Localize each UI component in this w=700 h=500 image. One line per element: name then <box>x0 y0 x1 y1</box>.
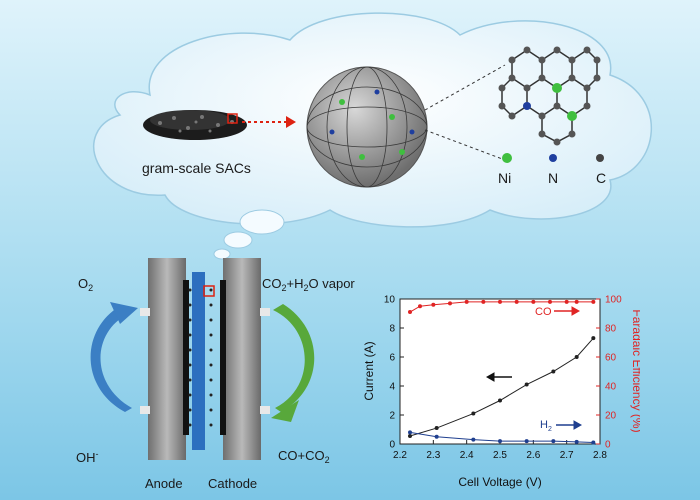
o2-label: O2 <box>78 276 94 293</box>
ni-atom-icon <box>502 153 512 163</box>
current-arrow <box>485 372 512 382</box>
y-tick-label: 8 <box>389 324 395 335</box>
y-axis-label: Current (A) <box>362 341 376 400</box>
cathode-reaction-arrow <box>271 304 315 422</box>
catalyst-powder-image <box>143 110 247 140</box>
anode-reaction-arrow <box>90 302 138 412</box>
co-efficiency-series-point <box>564 299 569 304</box>
co-efficiency-series-point <box>531 299 536 304</box>
carbon-sphere-model <box>306 66 428 188</box>
atomic-structure-model <box>498 46 601 146</box>
h2-efficiency-series-point <box>524 439 529 444</box>
thought-bubble <box>223 231 253 249</box>
co-arrow <box>554 306 581 316</box>
electrolyzer-cell <box>140 258 270 460</box>
co-efficiency-series-point <box>498 299 502 304</box>
co-efficiency-series-point <box>408 310 412 315</box>
h2-efficiency-series-point <box>434 434 439 439</box>
legend-label-n: N <box>548 170 559 186</box>
current-series-point <box>498 398 502 403</box>
h2-efficiency-series-point <box>591 440 596 445</box>
h2-arrow <box>556 420 583 430</box>
c-atom-icon <box>596 154 604 162</box>
legend-label-ni: Ni <box>498 170 512 186</box>
performance-chart: 2.2 2.3 2.4 2.5 2.6 2.7 2.8 0 2 4 6 8 10 0 20 40 60 80 1… <box>362 295 640 490</box>
catalyst-label: gram-scale SACs <box>142 160 251 176</box>
zoom-arrow <box>242 116 296 128</box>
anode-label: Anode <box>145 476 183 491</box>
y2-tick-label: 0 <box>605 440 611 451</box>
x-tick-label: 2.7 <box>560 450 574 461</box>
co-efficiency-series-point <box>574 299 579 304</box>
x-tick-label: 2.3 <box>426 450 440 461</box>
current-series-line <box>409 337 594 437</box>
y-tick-label: 10 <box>384 295 396 306</box>
co-efficiency-series-point <box>448 301 452 306</box>
x-tick-label: 2.2 <box>393 450 407 461</box>
x-tick-label: 2.4 <box>460 450 474 461</box>
thought-bubble <box>239 209 285 235</box>
cathode-plate <box>223 258 261 460</box>
co-efficiency-series-point <box>418 304 422 309</box>
cathode-label: Cathode <box>208 476 258 491</box>
co-efficiency-series-point <box>431 302 436 307</box>
y2-tick-label: 80 <box>605 324 617 335</box>
x-tick-label: 2.6 <box>526 450 540 461</box>
current-series-point <box>408 434 412 439</box>
y2-axis-label: Faradaic Efficiency (%) <box>630 309 640 432</box>
product-label: CO+CO2 <box>278 448 330 465</box>
h2-efficiency-series-point <box>551 439 556 444</box>
h2-efficiency-series-point <box>471 437 476 442</box>
y2-tick-label: 60 <box>605 353 617 364</box>
current-series-point <box>524 382 529 387</box>
current-series-point <box>591 336 596 341</box>
co-efficiency-series-point <box>548 299 552 304</box>
h2-efficiency-series-point <box>574 439 579 444</box>
n-atom-icon <box>549 154 557 162</box>
y-tick-label: 6 <box>389 353 395 364</box>
zoom-lines <box>424 64 506 161</box>
co-series-label: CO <box>535 306 552 318</box>
co-efficiency-series-point <box>464 299 469 304</box>
h2-efficiency-series-point <box>498 439 502 444</box>
legend-label-c: C <box>596 170 607 186</box>
plot-area <box>399 298 601 445</box>
hydroxide-label: OH- <box>76 449 99 465</box>
co-efficiency-series-point <box>591 299 596 304</box>
anode-plate <box>148 258 186 460</box>
h2-series-label: H2 <box>540 419 552 433</box>
feed-label: CO2+H2O vapor <box>262 276 355 293</box>
thought-bubble <box>213 248 231 260</box>
y-tick-label: 4 <box>389 382 395 393</box>
y-tick-label: 2 <box>389 411 395 422</box>
y2-tick-label: 40 <box>605 382 617 393</box>
x-tick-label: 2.8 <box>593 450 607 461</box>
x-axis-label: Cell Voltage (V) <box>458 475 541 489</box>
current-series-point <box>434 426 439 431</box>
y2-tick-label: 100 <box>605 295 622 306</box>
y2-tick-label: 20 <box>605 411 617 422</box>
current-series-point <box>574 355 579 359</box>
membrane <box>192 272 205 450</box>
co-efficiency-series-point <box>481 299 486 304</box>
h2-efficiency-series-point <box>408 430 412 435</box>
current-series-point <box>471 411 476 416</box>
x-tick-label: 2.5 <box>493 450 507 461</box>
co-efficiency-series-point <box>514 299 519 304</box>
current-series-point <box>551 369 556 374</box>
h2-efficiency-series-line <box>409 431 594 444</box>
y-tick-label: 0 <box>389 440 395 451</box>
